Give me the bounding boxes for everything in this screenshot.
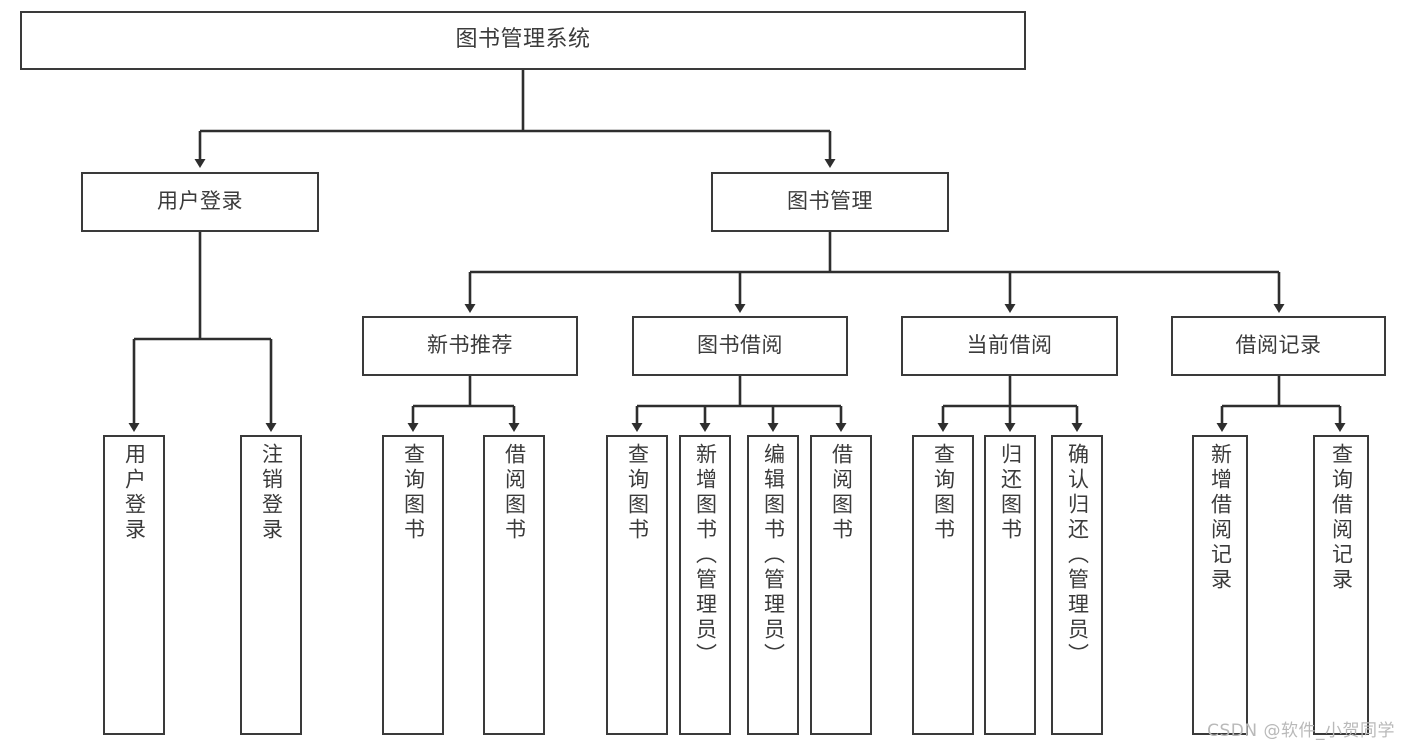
node-label: 图书管理系统 [455, 27, 591, 53]
node-label: 当前借阅 [966, 333, 1053, 358]
node-label: 查询借阅记录 [1329, 443, 1354, 593]
node-label: 查询图书 [401, 443, 426, 543]
node-label: 注销登录 [259, 443, 284, 543]
leaf-borrow-do-borrow-book[interactable]: 借阅图书 [810, 435, 872, 735]
csdn-watermark: CSDN @软件_小贺同学 [1207, 721, 1395, 741]
leaf-record-query-borrow-record[interactable]: 查询借阅记录 [1313, 435, 1369, 735]
leaf-recommend-query-book[interactable]: 查询图书 [382, 435, 444, 735]
node-book-management[interactable]: 图书管理 [711, 172, 949, 232]
node-label: 借阅图书 [829, 443, 854, 543]
node-user-login[interactable]: 用户登录 [81, 172, 319, 232]
leaf-current-query-book[interactable]: 查询图书 [912, 435, 974, 735]
node-current-borrow[interactable]: 当前借阅 [901, 316, 1118, 376]
leaf-current-confirm-return-admin[interactable]: 确认归还（管理员） [1051, 435, 1103, 735]
node-root-system[interactable]: 图书管理系统 [20, 11, 1026, 70]
node-label: 新增借阅记录 [1208, 443, 1233, 593]
leaf-recommend-borrow-book[interactable]: 借阅图书 [483, 435, 545, 735]
leaf-user-login[interactable]: 用户登录 [103, 435, 165, 735]
node-new-book-recommend[interactable]: 新书推荐 [362, 316, 578, 376]
node-label: 用户登录 [157, 189, 243, 214]
node-label: 图书借阅 [697, 333, 783, 358]
leaf-borrow-edit-book-admin[interactable]: 编辑图书（管理员） [747, 435, 799, 735]
node-label: 借阅记录 [1235, 333, 1322, 358]
node-label: 查询图书 [625, 443, 650, 543]
node-label: 编辑图书（管理员） [761, 443, 786, 668]
leaf-borrow-query-book[interactable]: 查询图书 [606, 435, 668, 735]
node-label: 查询图书 [931, 443, 956, 543]
node-label: 归还图书 [998, 443, 1023, 543]
node-label: 新书推荐 [427, 333, 513, 358]
node-label: 图书管理 [787, 189, 873, 214]
node-borrow-record[interactable]: 借阅记录 [1171, 316, 1386, 376]
node-label: 确认归还（管理员） [1065, 443, 1090, 668]
leaf-current-return-book[interactable]: 归还图书 [984, 435, 1036, 735]
node-label: 用户登录 [122, 443, 147, 543]
node-label: 借阅图书 [502, 443, 527, 543]
node-book-borrow[interactable]: 图书借阅 [632, 316, 848, 376]
leaf-borrow-add-book-admin[interactable]: 新增图书（管理员） [679, 435, 731, 735]
leaf-record-add-borrow-record[interactable]: 新增借阅记录 [1192, 435, 1248, 735]
node-label: 新增图书（管理员） [693, 443, 718, 668]
leaf-logout[interactable]: 注销登录 [240, 435, 302, 735]
